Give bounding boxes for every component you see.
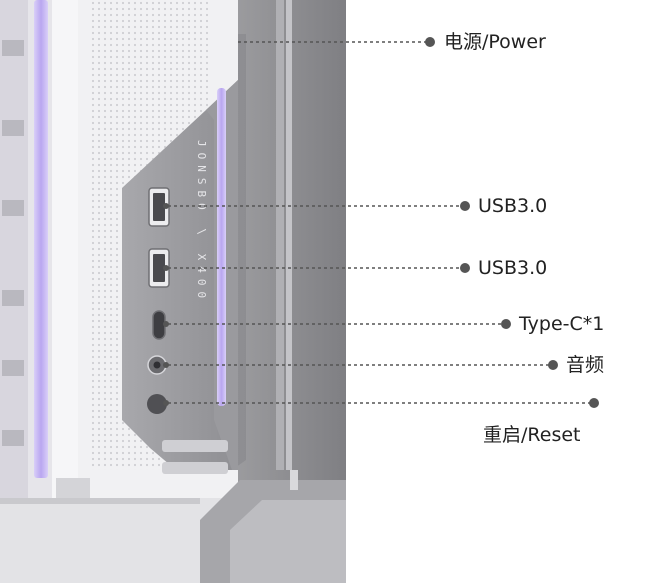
- callout-audio: 音频: [566, 354, 605, 376]
- callout-dots: [163, 37, 599, 408]
- callout-lines: [168, 41, 594, 404]
- callout-usb-top: USB3.0: [478, 195, 548, 217]
- callout-power: 电源/Power: [444, 31, 546, 53]
- panel-vent: [162, 440, 228, 452]
- brand-mark: JONSBO \ X400: [195, 140, 208, 304]
- io-light-bar: [217, 88, 226, 406]
- callout-reset: 重启/Reset: [483, 424, 581, 446]
- callout-usb-bottom: USB3.0: [478, 257, 548, 279]
- callout-type-c: Type-C*1: [519, 313, 605, 335]
- left-light-strip: [34, 0, 48, 478]
- reset-button[interactable]: [147, 394, 167, 414]
